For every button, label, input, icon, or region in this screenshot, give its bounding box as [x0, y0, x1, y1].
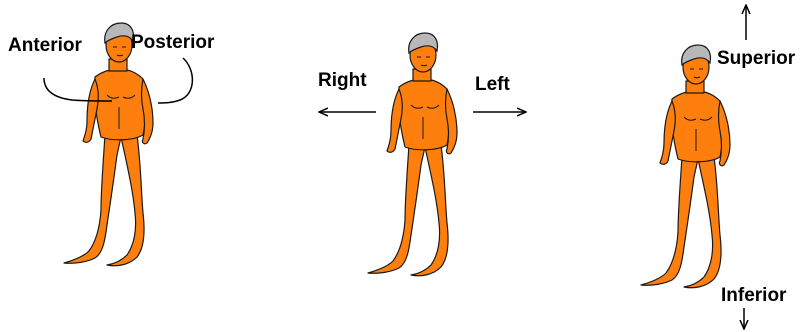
right-label: Right [318, 71, 367, 90]
human-figure-icon [641, 45, 730, 288]
superior-label: Superior [717, 49, 795, 68]
left-label: Left [475, 75, 510, 94]
posterior-label: Posterior [131, 33, 214, 52]
human-figure-icon [368, 33, 457, 276]
inferior-label: Inferior [721, 286, 786, 305]
anterior-label: Anterior [8, 36, 82, 55]
human-figure-icon [64, 23, 153, 266]
posterior-curve-arrow [158, 58, 192, 103]
